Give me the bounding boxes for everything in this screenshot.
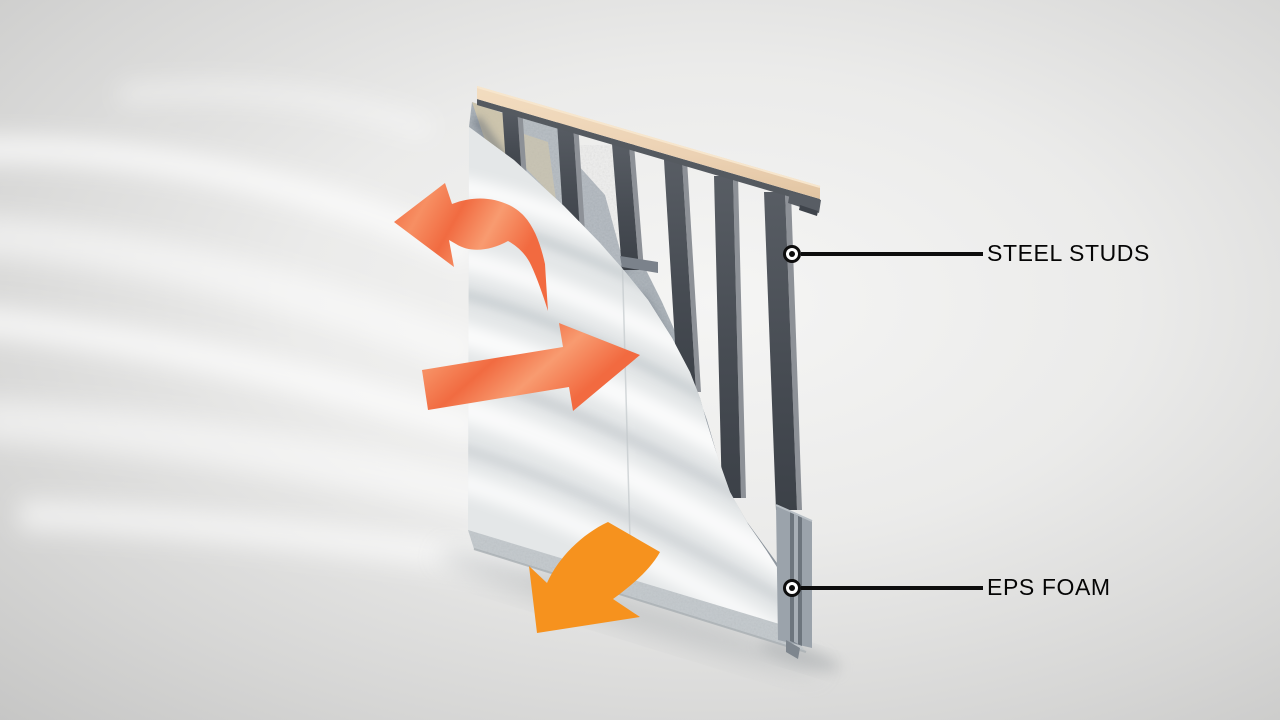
stud-front-face xyxy=(612,144,639,270)
steel-stud-4 xyxy=(664,160,701,392)
callout-leader-line xyxy=(801,252,983,256)
air-streak xyxy=(0,308,485,445)
stud-foot xyxy=(620,256,658,273)
stud-side-face xyxy=(785,192,802,510)
steel-stud-5 xyxy=(714,176,746,498)
track-top-face xyxy=(477,86,820,199)
steel-studs xyxy=(502,106,802,510)
air-streak xyxy=(119,82,433,139)
curved-ribbon-arrow-up-left-icon xyxy=(394,183,548,311)
callout-label: EPS FOAM xyxy=(987,573,1111,600)
curved-arrow-down-left-icon xyxy=(529,522,660,633)
straight-arrow-right-icon xyxy=(422,323,640,411)
ring-dot-marker-icon xyxy=(783,579,801,597)
callout-leader-line xyxy=(801,586,983,590)
callout-eps-foam: EPS FOAM xyxy=(783,573,1111,600)
stud-front-face xyxy=(714,176,741,498)
stud-side-face xyxy=(517,106,527,180)
stud-side-face xyxy=(682,160,701,392)
top-track xyxy=(476,86,821,216)
callout-label: STEEL STUDS xyxy=(987,239,1150,266)
foam-bottom-edge-line xyxy=(473,548,807,653)
track-underside xyxy=(477,99,820,205)
air-streak xyxy=(0,216,483,375)
edge-ground-shadow xyxy=(759,641,841,671)
ring-dot-marker-icon xyxy=(783,245,801,263)
airflow-arrows xyxy=(394,183,660,633)
edge-bottom-notch xyxy=(786,640,800,659)
callout-steel-studs: STEEL STUDS xyxy=(783,239,1150,266)
stud-front-face xyxy=(764,192,797,510)
air-streak xyxy=(0,399,505,522)
steel-stud-6 xyxy=(764,192,802,510)
air-streaks xyxy=(0,82,542,580)
stud-side-face xyxy=(733,176,746,498)
steel-stud-3 xyxy=(612,144,658,273)
track-end-flange xyxy=(788,192,821,213)
track-end-hook xyxy=(799,205,818,216)
track-highlight xyxy=(476,86,821,188)
edge-strip-top-bevel xyxy=(775,504,813,522)
stud-front-face xyxy=(664,160,696,392)
face-wave-highlight xyxy=(468,392,786,586)
stud-side-face xyxy=(573,122,586,248)
face-wave-shadow xyxy=(468,439,786,616)
stud-side-face xyxy=(629,144,644,270)
